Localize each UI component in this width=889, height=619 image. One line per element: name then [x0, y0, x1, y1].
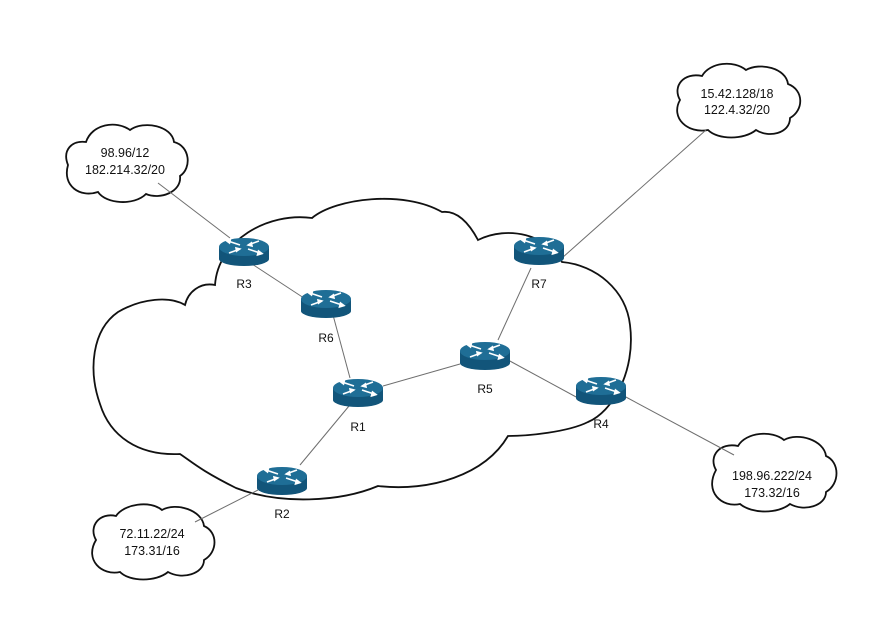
- link-r5-r7: [497, 267, 532, 341]
- router-r7[interactable]: [513, 236, 565, 266]
- link-r4-cloud: [623, 395, 735, 456]
- cloud-r3-net: [65, 123, 189, 203]
- router-r6[interactable]: [300, 289, 352, 319]
- link-r1-r2: [299, 405, 350, 466]
- link-r6-r1: [332, 314, 351, 379]
- router-r2[interactable]: [256, 466, 308, 496]
- link-r1-r5: [382, 363, 461, 387]
- cloud-r7-line1: 15.42.128/18: [701, 87, 774, 101]
- cloud-r2-line1: 72.11.22/24: [119, 527, 184, 541]
- link-r3-r6: [251, 263, 311, 303]
- router-r1[interactable]: [332, 378, 384, 408]
- router-label-r5: R5: [477, 382, 493, 396]
- router-r3[interactable]: [218, 237, 270, 267]
- link-r7-cloud: [561, 129, 707, 259]
- router-label-r3: R3: [236, 277, 252, 291]
- router-label-r2: R2: [274, 507, 290, 521]
- cloud-r3-line1: 98.96/12: [101, 146, 150, 160]
- cloud-r3-line2: 182.214.32/20: [85, 163, 165, 177]
- router-label-r4: R4: [593, 417, 609, 431]
- router-r4[interactable]: [575, 376, 627, 406]
- router-r5[interactable]: [459, 341, 511, 371]
- cloud-r4-line2: 173.32/16: [744, 486, 800, 500]
- router-label-r6: R6: [318, 331, 334, 345]
- cloud-r4-net: [711, 432, 838, 513]
- core-network-cloud: [92, 197, 632, 501]
- router-label-r1: R1: [350, 420, 366, 434]
- cloud-r7-net: [676, 62, 802, 139]
- cloud-r7-line2: 122.4.32/20: [704, 103, 770, 117]
- link-r5-r4: [507, 359, 579, 399]
- cloud-r4-line1: 198.96.222/24: [732, 469, 812, 483]
- cloud-r2-line2: 173.31/16: [124, 544, 180, 558]
- cloud-r2-net: [91, 503, 216, 581]
- router-label-r7: R7: [531, 277, 547, 291]
- link-r2-cloud: [194, 489, 259, 523]
- link-cloud-r3: [157, 182, 231, 239]
